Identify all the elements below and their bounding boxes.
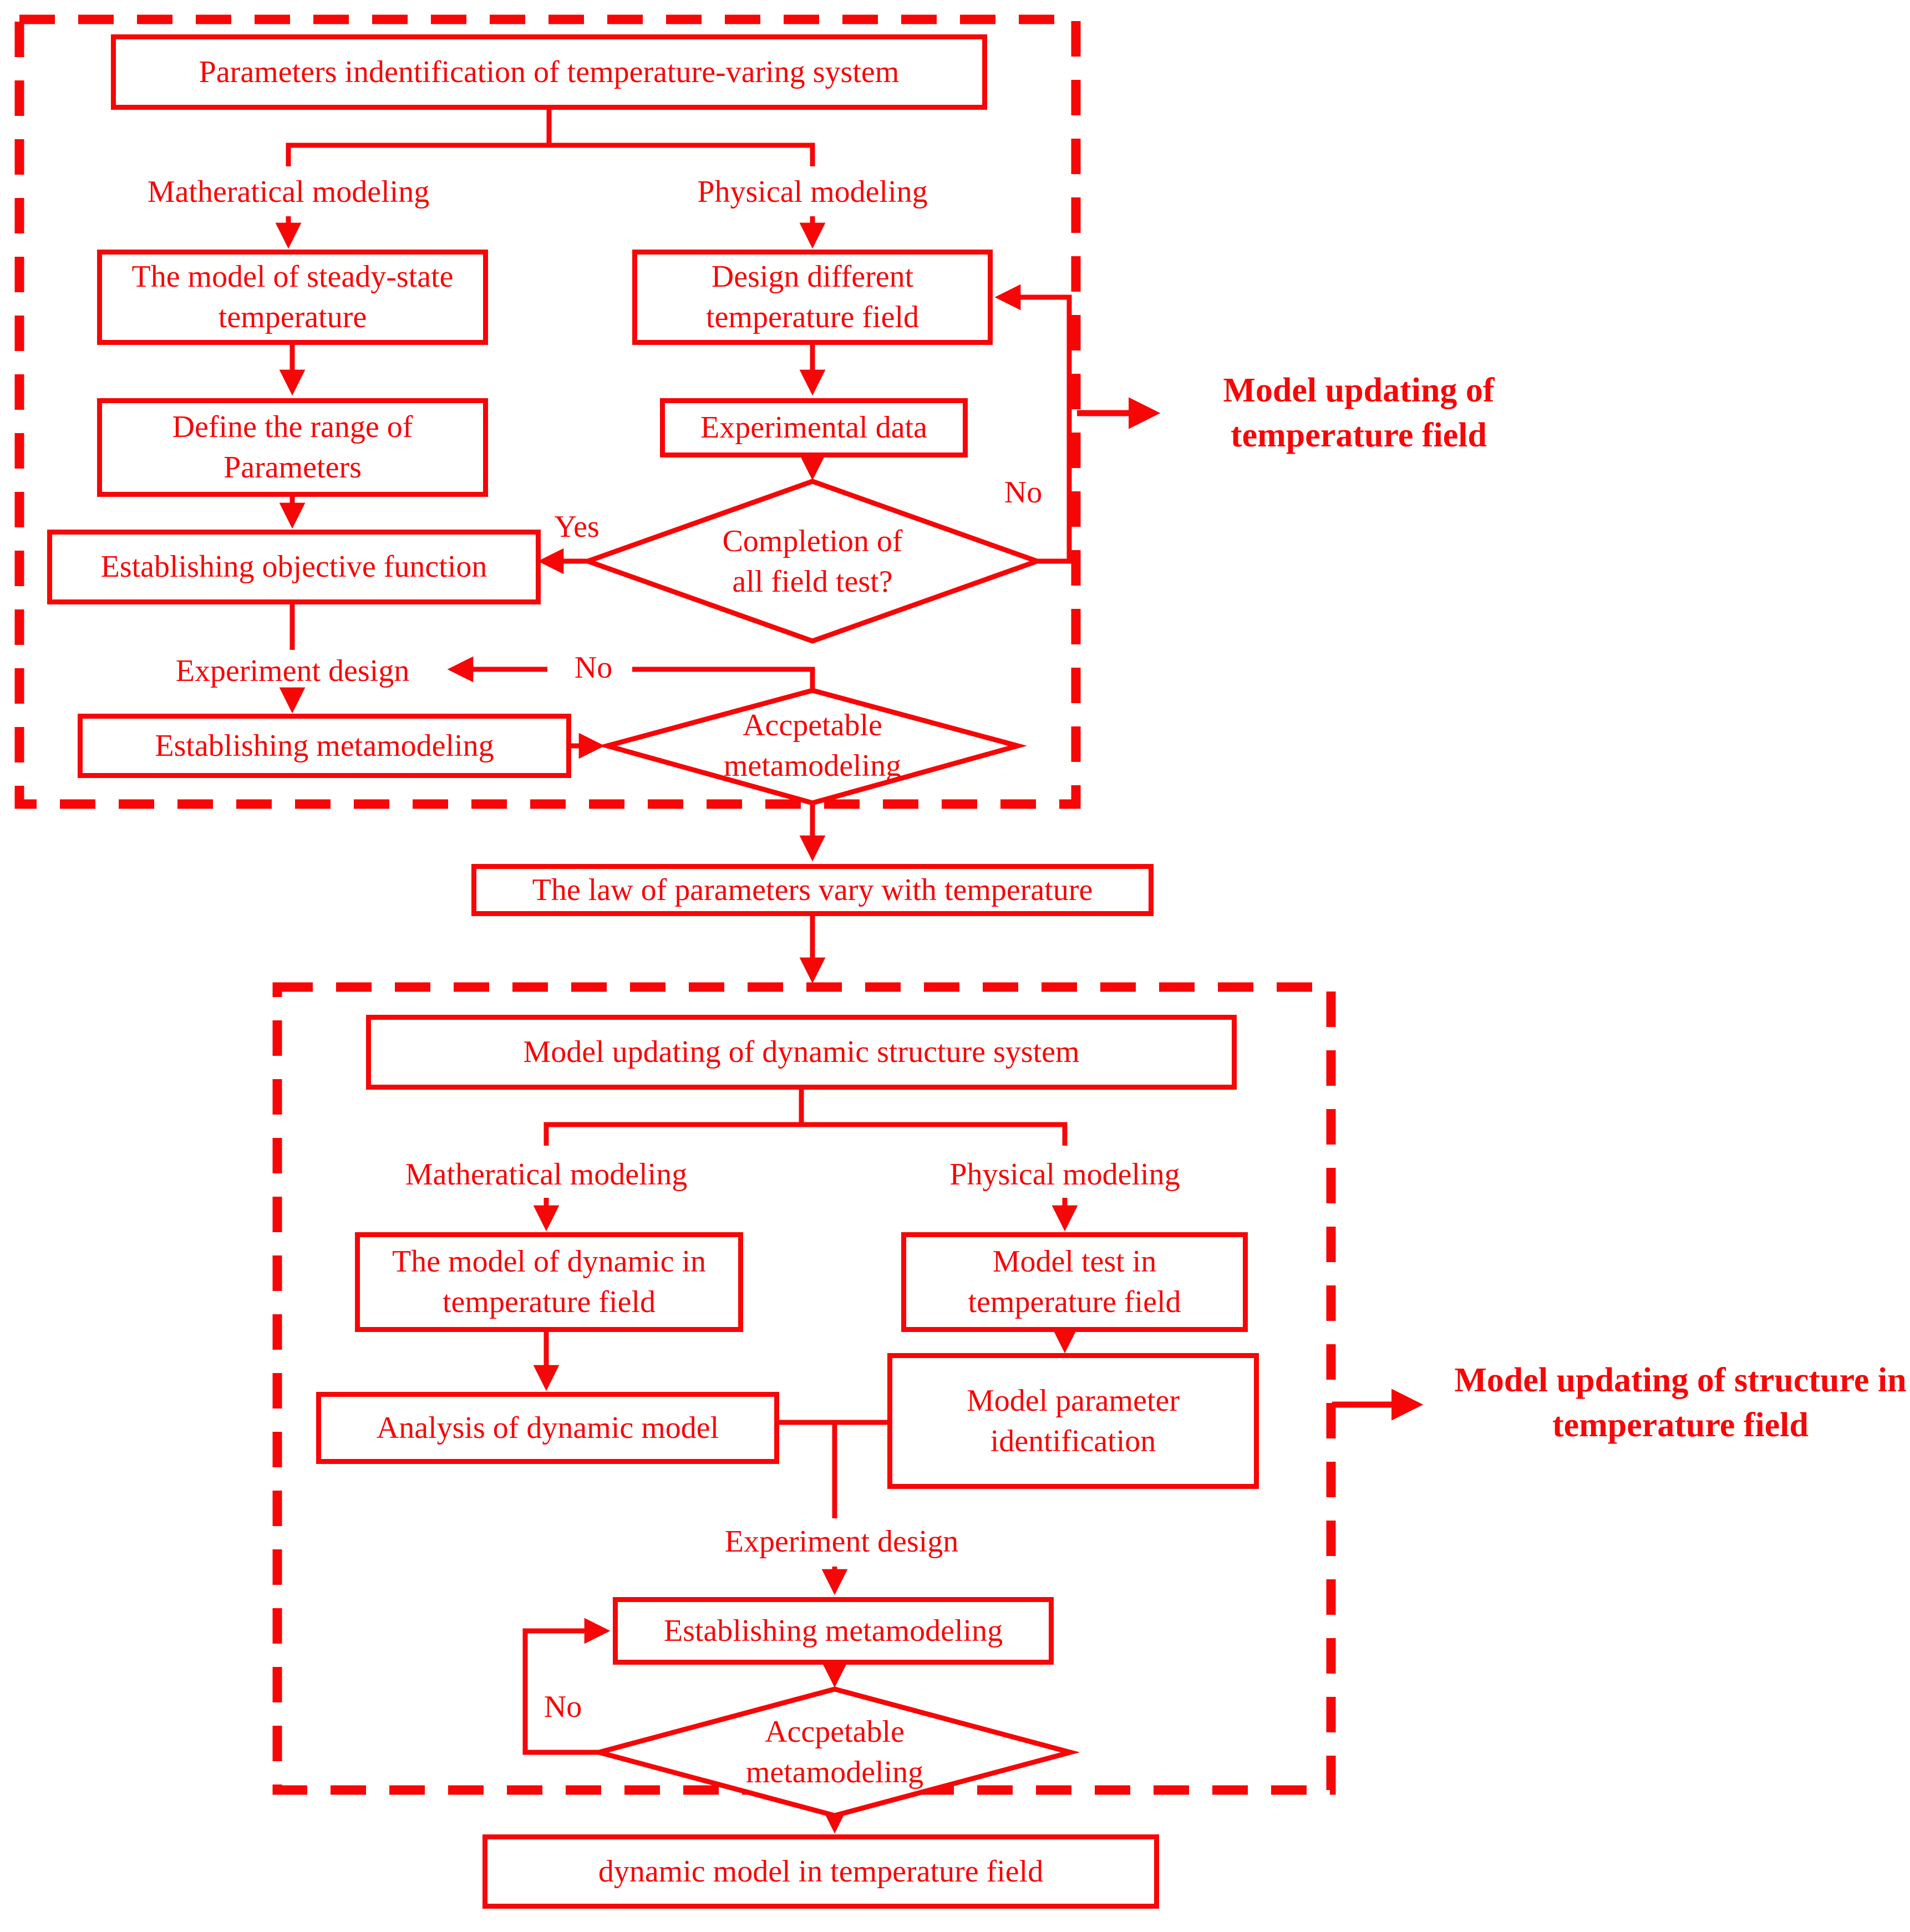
connector-split1	[286, 143, 815, 166]
no-label-metamodel-1: No	[574, 650, 613, 685]
law-of-parameters-box: The law of parameters vary with temperat…	[471, 864, 1154, 916]
side-label-structure-field: Model updating of structure in temperatu…	[1454, 1361, 1907, 1444]
decision3-metamodel-text: Accpetable metamodeling	[745, 1715, 924, 1789]
side-label-temperature-field: Model updating of temperature field	[1223, 372, 1495, 454]
no-label-field-test-loop: No	[1004, 475, 1043, 510]
decision2-metamodel-text: Accpetable metamodeling	[723, 708, 902, 783]
establishing-metamodeling-box-2: Establishing metamodeling	[613, 1597, 1054, 1665]
decision1-field-test-text: Completion of all field test?	[722, 523, 903, 599]
section2-title-box: Model updating of dynamic structure syst…	[366, 1015, 1237, 1090]
section1-dashed-border	[14, 14, 1081, 809]
yes-label-1: Yes	[554, 510, 600, 544]
section2-phys-label: Physical modeling	[949, 1157, 1180, 1192]
model-parameter-identification-box: Model parameter identification	[887, 1353, 1259, 1489]
objective-function-box: Establishing objective function	[47, 530, 541, 604]
experiment-design-label-1: Experiment design	[175, 654, 410, 688]
steady-state-model-box: The model of steady-state temperature	[97, 250, 488, 345]
dynamic-model-box: The model of dynamic in temperature fiel…	[355, 1232, 743, 1332]
experiment-design-label-2: Experiment design	[724, 1524, 959, 1559]
dynamic-model-final-box: dynamic model in temperature field	[482, 1834, 1159, 1909]
arrow-decision1-no-loop	[994, 284, 1072, 564]
section1-title-box: Parameters indentification of temperatur…	[111, 34, 987, 110]
establishing-metamodeling-box-1: Establishing metamodeling	[78, 714, 571, 778]
section2-math-label: Matheratical modeling	[405, 1157, 688, 1192]
parameter-range-box: Define the range of Parameters	[97, 398, 488, 497]
decision3-diamond	[589, 1686, 1080, 1818]
experimental-data-box: Experimental data	[660, 398, 968, 457]
line-decision2-no-path	[632, 667, 815, 689]
arrow-decision3-no-loop	[522, 1618, 611, 1755]
connector-split2	[543, 1122, 1068, 1146]
section1-math-label: Matheratical modeling	[147, 175, 430, 209]
model-test-box: Model test in temperature field	[901, 1232, 1248, 1332]
decision1-diamond	[580, 479, 1045, 644]
design-temperature-field-box: Design different temperature field	[632, 250, 993, 345]
section1-phys-label: Physical modeling	[697, 175, 928, 209]
decision2-diamond	[597, 688, 1028, 806]
no-label-metamodel-2: No	[543, 1690, 582, 1724]
analysis-dynamic-model-box: Analysis of dynamic model	[316, 1392, 779, 1464]
